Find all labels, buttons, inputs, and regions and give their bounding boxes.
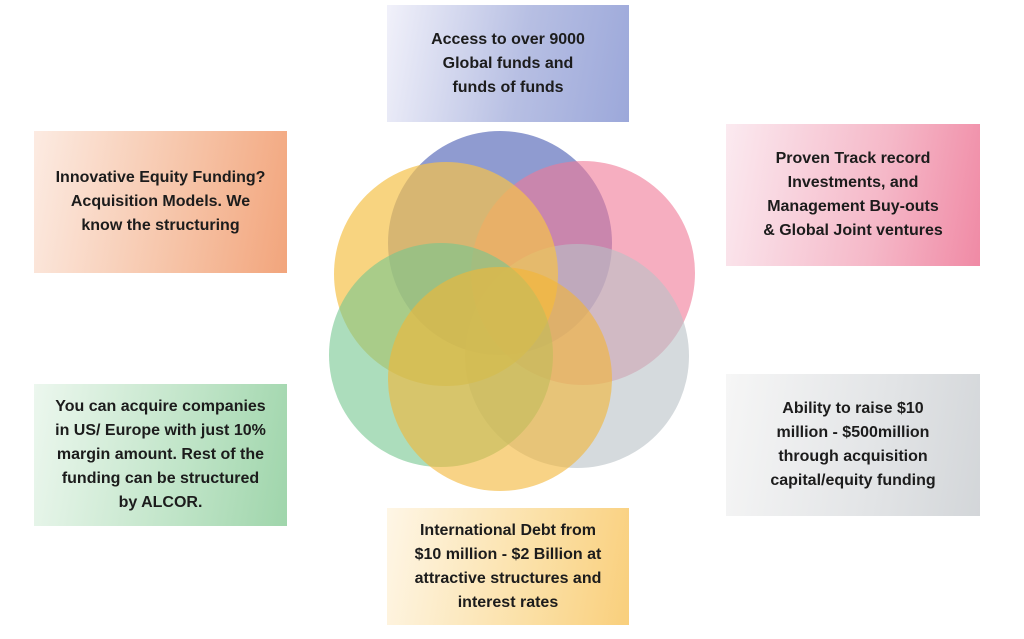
card-global-funds-text: Access to over 9000 Global funds and fun… bbox=[431, 30, 585, 96]
card-equity-funding-text: Innovative Equity Funding? Acquisition M… bbox=[55, 169, 266, 234]
circle-orange bbox=[388, 267, 612, 491]
card-acquire-companies-text: You can acquire companies in US/ Europe … bbox=[55, 398, 266, 511]
card-acquire-companies: You can acquire companies in US/ Europe … bbox=[34, 384, 287, 526]
card-equity-funding: Innovative Equity Funding? Acquisition M… bbox=[34, 131, 287, 273]
card-international-debt-text: International Debt from $10 million - $2… bbox=[414, 521, 602, 611]
card-raise-capital: Ability to raise $10 million - $500milli… bbox=[726, 374, 980, 516]
card-track-record-text: Proven Track record Investments, and Man… bbox=[763, 150, 943, 239]
card-international-debt: International Debt from $10 million - $2… bbox=[387, 508, 629, 625]
card-global-funds: Access to over 9000 Global funds and fun… bbox=[387, 5, 629, 122]
card-raise-capital-text: Ability to raise $10 million - $500milli… bbox=[770, 400, 936, 489]
card-track-record: Proven Track record Investments, and Man… bbox=[726, 124, 980, 266]
